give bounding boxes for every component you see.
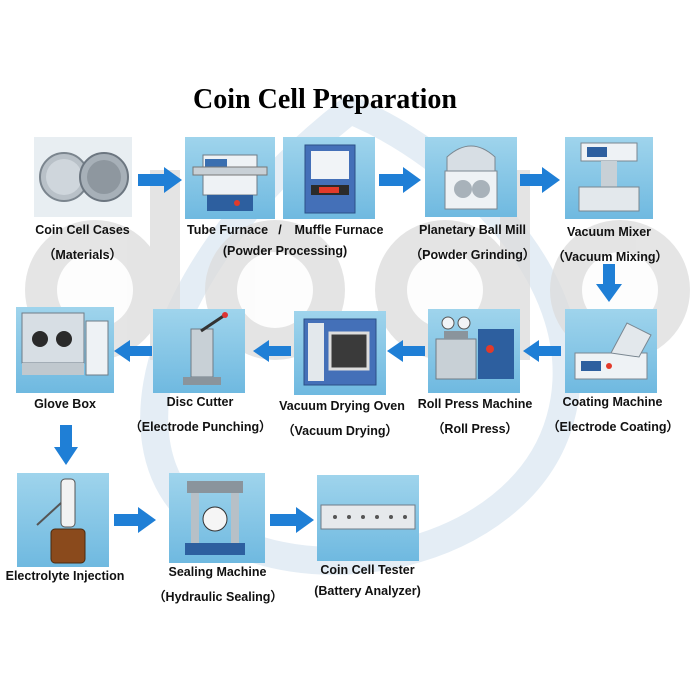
battery-analyzer-label: (Battery Analyzer) xyxy=(314,584,421,598)
coating-machine-photo xyxy=(565,309,657,393)
tube-furnace-photo xyxy=(185,137,275,219)
planetary-ball-mill-label: Planetary Ball Mill xyxy=(419,223,526,237)
coating-machine-label: Coating Machine xyxy=(562,395,663,409)
electrolyte-injection-label: Electrolyte Injection xyxy=(5,569,125,583)
electrode-punching-label: （Electrode Punching） xyxy=(129,420,272,434)
roll-press-label: （Roll Press） xyxy=(431,422,519,436)
arrow-left-icon xyxy=(387,340,425,362)
vacuum-drying-label: （Vacuum Drying） xyxy=(282,424,398,438)
electrode-coating-label: （Electrode Coating） xyxy=(547,420,679,434)
sealing-machine-label: Sealing Machine xyxy=(168,565,267,579)
planetary-ball-mill-photo xyxy=(425,137,517,217)
arrow-right-icon xyxy=(379,167,421,193)
coin-cell-tester-photo xyxy=(317,475,419,561)
vacuum-mixer-photo xyxy=(565,137,653,219)
coin-cell-tester-label: Coin Cell Tester xyxy=(320,563,415,577)
muffle-furnace-label: Muffle Furnace xyxy=(294,223,384,237)
arrow-right-icon xyxy=(270,507,314,533)
arrow-down-icon xyxy=(54,425,78,465)
powder-processing-label: (Powder Processing) xyxy=(222,244,348,258)
materials-label: （Materials） xyxy=(42,248,123,262)
powder-grinding-label: （Powder Grinding） xyxy=(409,248,536,262)
separator-slash: / xyxy=(278,223,282,237)
arrow-left-icon xyxy=(114,340,152,362)
sealing-machine-photo xyxy=(169,473,265,563)
disc-cutter-photo xyxy=(153,309,245,393)
hydraulic-sealing-label: （Hydraulic Sealing） xyxy=(153,590,283,604)
vacuum-drying-oven-photo xyxy=(294,311,386,395)
roll-press-machine-photo xyxy=(428,309,520,393)
coin-cell-cases-photo xyxy=(34,137,132,217)
arrow-left-icon xyxy=(523,340,561,362)
vacuum-mixing-label: （Vacuum Mixing） xyxy=(552,250,668,264)
disc-cutter-label: Disc Cutter xyxy=(166,395,234,409)
page-title: Coin Cell Preparation xyxy=(193,84,457,115)
muffle-furnace-photo xyxy=(283,137,375,219)
vacuum-drying-oven-label: Vacuum Drying Oven xyxy=(279,399,405,413)
roll-press-machine-label: Roll Press Machine xyxy=(417,397,533,411)
glove-box-photo xyxy=(16,307,114,393)
arrow-left-icon xyxy=(253,340,291,362)
arrow-right-icon xyxy=(138,167,182,193)
tube-furnace-label: Tube Furnace xyxy=(186,223,269,237)
electrolyte-injection-photo xyxy=(17,473,109,567)
arrow-right-icon xyxy=(520,167,560,193)
glove-box-label: Glove Box xyxy=(34,397,96,411)
arrow-down-icon xyxy=(596,264,622,302)
arrow-right-icon xyxy=(114,507,156,533)
coin-cell-cases-label: Coin Cell Cases xyxy=(35,223,130,237)
vacuum-mixer-label: Vacuum Mixer xyxy=(566,225,652,239)
